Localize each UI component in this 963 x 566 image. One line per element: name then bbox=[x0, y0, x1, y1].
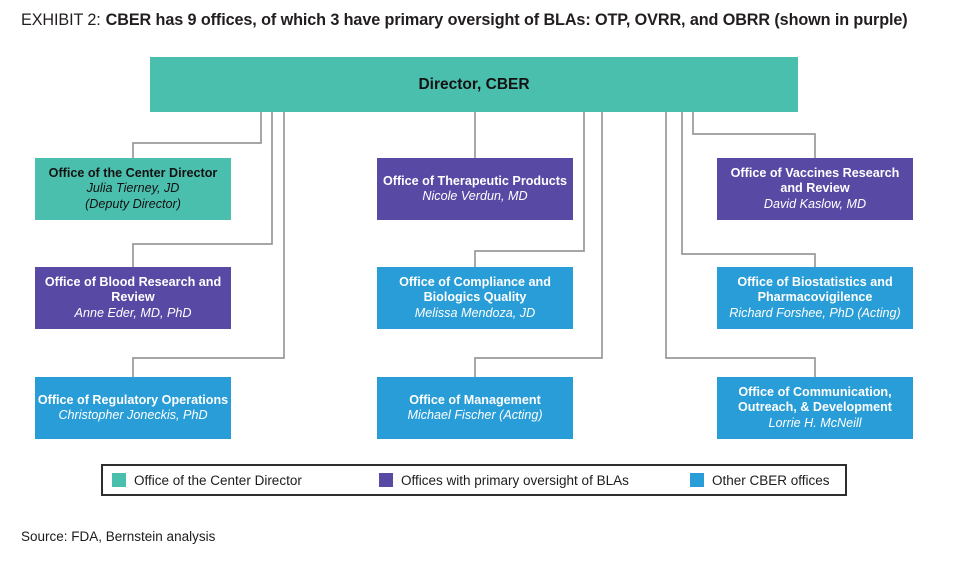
office-name: Office of Regulatory Operations bbox=[37, 392, 229, 407]
source-note: Source: FDA, Bernstein analysis bbox=[21, 529, 216, 544]
office-person: Richard Forshee, PhD (Acting) bbox=[729, 305, 901, 320]
office-person: Michael Fischer (Acting) bbox=[407, 408, 543, 422]
office-box-center-director: Office of the Center Director Julia Tier… bbox=[35, 158, 231, 220]
office-name: Office of Therapeutic Products bbox=[382, 173, 568, 188]
office-person: Melissa Mendoza, JD bbox=[414, 305, 536, 320]
office-name: Office of Blood Research and Review bbox=[44, 275, 222, 305]
office-box-vaccines-research-review: Office of Vaccines Research and Review D… bbox=[717, 158, 913, 220]
legend: Office of the Center Director Offices wi… bbox=[101, 464, 847, 496]
office-person: David Kaslow, MD bbox=[763, 196, 867, 211]
office-note: (Deputy Director) bbox=[85, 196, 181, 211]
office-name: Office of Communication, Outreach, & Dev… bbox=[738, 385, 892, 415]
office-name: Office of Biostatistics and Pharmacovigi… bbox=[737, 275, 893, 305]
legend-item-center-director: Office of the Center Director bbox=[112, 466, 302, 494]
office-person: Lorrie H. McNeill bbox=[768, 415, 862, 430]
legend-swatch-purple bbox=[379, 473, 393, 487]
office-box-management: Office of Management Michael Fischer (Ac… bbox=[377, 377, 573, 439]
exhibit-heading: CBER has 9 offices, of which 3 have prim… bbox=[105, 11, 908, 29]
office-name: Office of the Center Director bbox=[48, 166, 218, 181]
legend-label: Office of the Center Director bbox=[134, 472, 302, 488]
office-person: Christopher Joneckis, PhD bbox=[58, 408, 208, 422]
office-box-blood-research-review: Office of Blood Research and Review Anne… bbox=[35, 267, 231, 329]
office-name: Office of Management bbox=[409, 392, 541, 407]
legend-label: Other CBER offices bbox=[712, 472, 830, 488]
director-label: Director, CBER bbox=[418, 75, 530, 93]
exhibit-number-label: EXHIBIT 2: bbox=[21, 11, 101, 29]
legend-item-other-offices: Other CBER offices bbox=[690, 466, 830, 494]
office-name: Office of Compliance and Biologics Quali… bbox=[399, 275, 551, 305]
office-box-regulatory-operations: Office of Regulatory Operations Christop… bbox=[35, 377, 231, 439]
office-box-therapeutic-products: Office of Therapeutic Products Nicole Ve… bbox=[377, 158, 573, 220]
office-person: Julia Tierney, JD bbox=[86, 181, 180, 196]
office-person: Nicole Verdun, MD bbox=[422, 189, 528, 203]
legend-label: Offices with primary oversight of BLAs bbox=[401, 472, 629, 488]
office-box-biostatistics-pharmacovigilence: Office of Biostatistics and Pharmacovigi… bbox=[717, 267, 913, 329]
office-box-communication-outreach-development: Office of Communication, Outreach, & Dev… bbox=[717, 377, 913, 439]
legend-swatch-teal bbox=[112, 473, 126, 487]
legend-swatch-blue bbox=[690, 473, 704, 487]
org-box-director-cber: Director, CBER bbox=[150, 57, 798, 112]
legend-item-bla-oversight: Offices with primary oversight of BLAs bbox=[379, 466, 629, 494]
exhibit-title: EXHIBIT 2:CBER has 9 offices, of which 3… bbox=[21, 11, 908, 30]
office-person: Anne Eder, MD, PhD bbox=[74, 305, 192, 320]
office-box-compliance-biologics-quality: Office of Compliance and Biologics Quali… bbox=[377, 267, 573, 329]
office-name: Office of Vaccines Research and Review bbox=[730, 166, 900, 196]
